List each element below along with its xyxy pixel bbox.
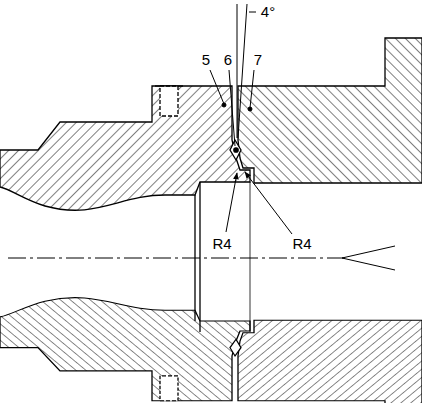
bolt-hole-lower	[160, 376, 178, 401]
upper-half	[0, 38, 422, 210]
radius-leader	[226, 173, 237, 232]
flow-symbol	[342, 246, 395, 270]
radius-dimension: R4	[291, 236, 312, 253]
radius-dimension: R4	[211, 236, 232, 253]
leader-dot	[248, 107, 252, 111]
spigot-face	[199, 182, 200, 332]
leader-line	[229, 70, 235, 146]
part-5-section	[0, 86, 250, 210]
callout-number: 6	[223, 52, 233, 69]
weld-dot	[234, 148, 238, 152]
center-line	[8, 258, 345, 259]
callout-number: 7	[253, 52, 263, 69]
angle-extension	[237, 4, 238, 138]
bolt-hole	[160, 86, 178, 116]
angle-extension	[238, 4, 247, 138]
angle-leader	[249, 12, 256, 13]
leader-line	[210, 70, 224, 104]
part-7-section	[238, 38, 422, 183]
weld-6	[230, 140, 241, 160]
weld-lower	[230, 339, 241, 356]
leader-line	[250, 70, 254, 108]
callout-number: 5	[201, 52, 211, 69]
angle-dimension: 4°	[260, 4, 276, 21]
flange-face	[155, 85, 183, 86]
radius-leader	[245, 172, 292, 234]
part-7-section-lower	[238, 320, 422, 403]
leader-dot	[222, 103, 226, 107]
part-5-section-lower	[0, 298, 250, 401]
spigot-end	[250, 182, 251, 332]
lower-half	[0, 298, 422, 403]
section-halves	[0, 38, 422, 403]
annotation-lines	[8, 4, 395, 270]
